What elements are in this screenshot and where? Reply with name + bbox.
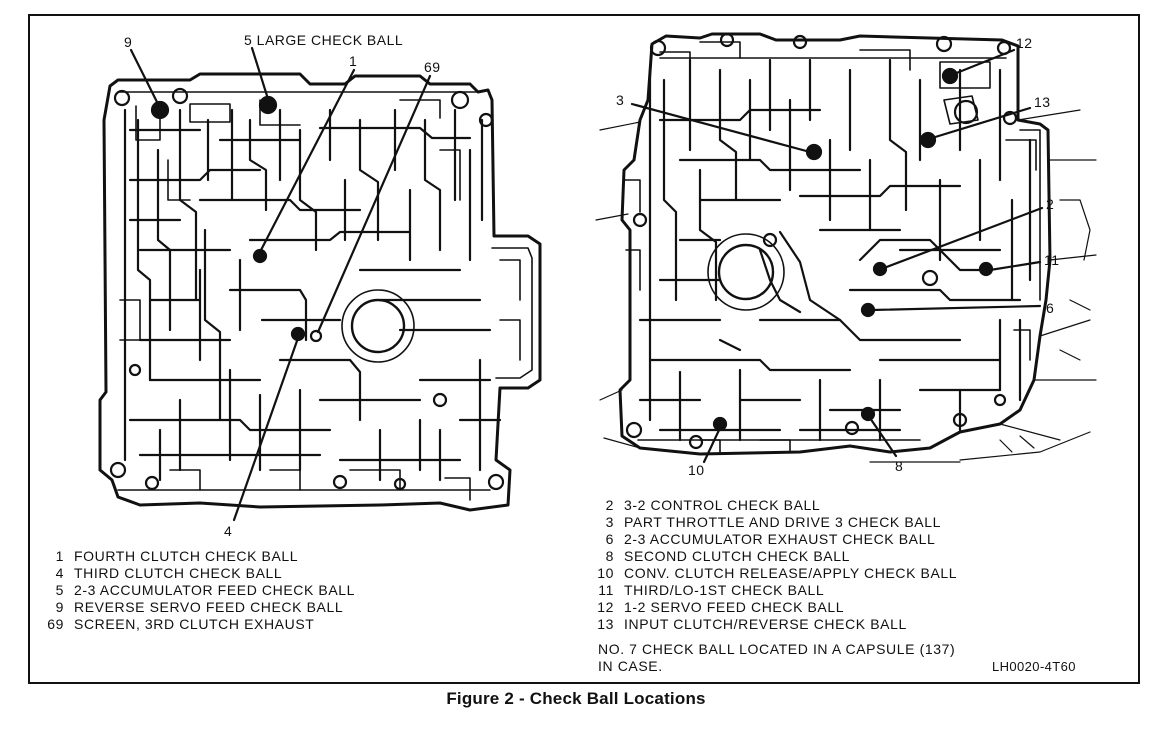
legend-text: SECOND CLUTCH CHECK BALL [624,548,850,564]
legend-item: 9 REVERSE SERVO FEED CHECK BALL [30,599,355,616]
legend-number: 5 [55,582,64,598]
callout-3: 3 [616,92,625,108]
legend-item: 11 THIRD/LO-1ST CHECK BALL [580,582,957,599]
legend-text: 2-3 ACCUMULATOR FEED CHECK BALL [74,582,356,598]
right-valve-body-plate [595,32,1097,464]
callout-1: 1 [349,53,358,69]
legend-number: 10 [597,565,614,581]
legend-text: THIRD CLUTCH CHECK BALL [74,565,283,581]
callout-10: 10 [688,462,705,478]
legend-text: INPUT CLUTCH/REVERSE CHECK BALL [624,616,907,632]
figure-frame [28,14,1140,684]
drawing-code: LH0020-4T60 [992,659,1076,674]
callout-13: 13 [1034,94,1051,110]
legend-number: 8 [605,548,614,564]
legend-number: 11 [598,582,614,598]
legend-number: 6 [605,531,614,547]
callout-4: 4 [224,523,233,539]
left-legend: 1 FOURTH CLUTCH CHECK BALL 4 THIRD CLUTCH … [30,548,355,633]
legend-text: SCREEN, 3RD CLUTCH EXHAUST [74,616,315,632]
callout-9: 9 [124,34,133,50]
legend-text: THIRD/LO-1ST CHECK BALL [624,582,825,598]
legend-text: 1-2 SERVO FEED CHECK BALL [624,599,845,615]
legend-item: 1 FOURTH CLUTCH CHECK BALL [30,548,355,565]
legend-text: REVERSE SERVO FEED CHECK BALL [74,599,344,615]
callout-11: 11 [1044,252,1060,268]
legend-number: 4 [55,565,64,581]
legend-text: PART THROTTLE AND DRIVE 3 CHECK BALL [624,514,941,530]
legend-item: 8 SECOND CLUTCH CHECK BALL [580,548,957,565]
legend-text: 3-2 CONTROL CHECK BALL [624,497,821,513]
legend-text: 2-3 ACCUMULATOR EXHAUST CHECK BALL [624,531,936,547]
callout-8: 8 [895,458,904,474]
legend-item: 5 2-3 ACCUMULATOR FEED CHECK BALL [30,582,355,599]
legend-number: 12 [597,599,614,615]
legend-number: 13 [597,616,614,632]
legend-text: FOURTH CLUTCH CHECK BALL [74,548,299,564]
legend-number: 2 [605,497,614,513]
figure-caption: Figure 2 - Check Ball Locations [446,689,706,708]
right-legend: 2 3-2 CONTROL CHECK BALL 3 PART THROTTLE A… [580,497,957,633]
legend-item: 12 1-2 SERVO FEED CHECK BALL [580,599,957,616]
callout-5-large-check-ball: 5 LARGE CHECK BALL [244,32,404,48]
legend-text: CONV. CLUTCH RELEASE/APPLY CHECK BALL [624,565,958,581]
legend-item: 69 SCREEN, 3RD CLUTCH EXHAUST [30,616,355,633]
legend-number: 3 [605,514,614,530]
legend-number: 69 [47,616,64,632]
callout-6: 6 [1046,300,1055,316]
legend-number: 1 [55,548,64,564]
left-valve-body-plate [98,46,542,522]
legend-item: 13 INPUT CLUTCH/REVERSE CHECK BALL [580,616,957,633]
callout-12: 12 [1016,35,1033,51]
legend-item: 3 PART THROTTLE AND DRIVE 3 CHECK BALL [580,514,957,531]
legend-item: 6 2-3 ACCUMULATOR EXHAUST CHECK BALL [580,531,957,548]
legend-item: 2 3-2 CONTROL CHECK BALL [580,497,957,514]
legend-item: 10 CONV. CLUTCH RELEASE/APPLY CHECK BALL [580,565,957,582]
callout-2: 2 [1046,196,1055,212]
capsule-note-line-2: IN CASE. [598,658,663,674]
legend-item: 4 THIRD CLUTCH CHECK BALL [30,565,355,582]
legend-number: 9 [55,599,64,615]
callout-69: 69 [424,59,441,75]
capsule-note-line-1: NO. 7 CHECK BALL LOCATED IN A CAPSULE (1… [598,641,956,657]
